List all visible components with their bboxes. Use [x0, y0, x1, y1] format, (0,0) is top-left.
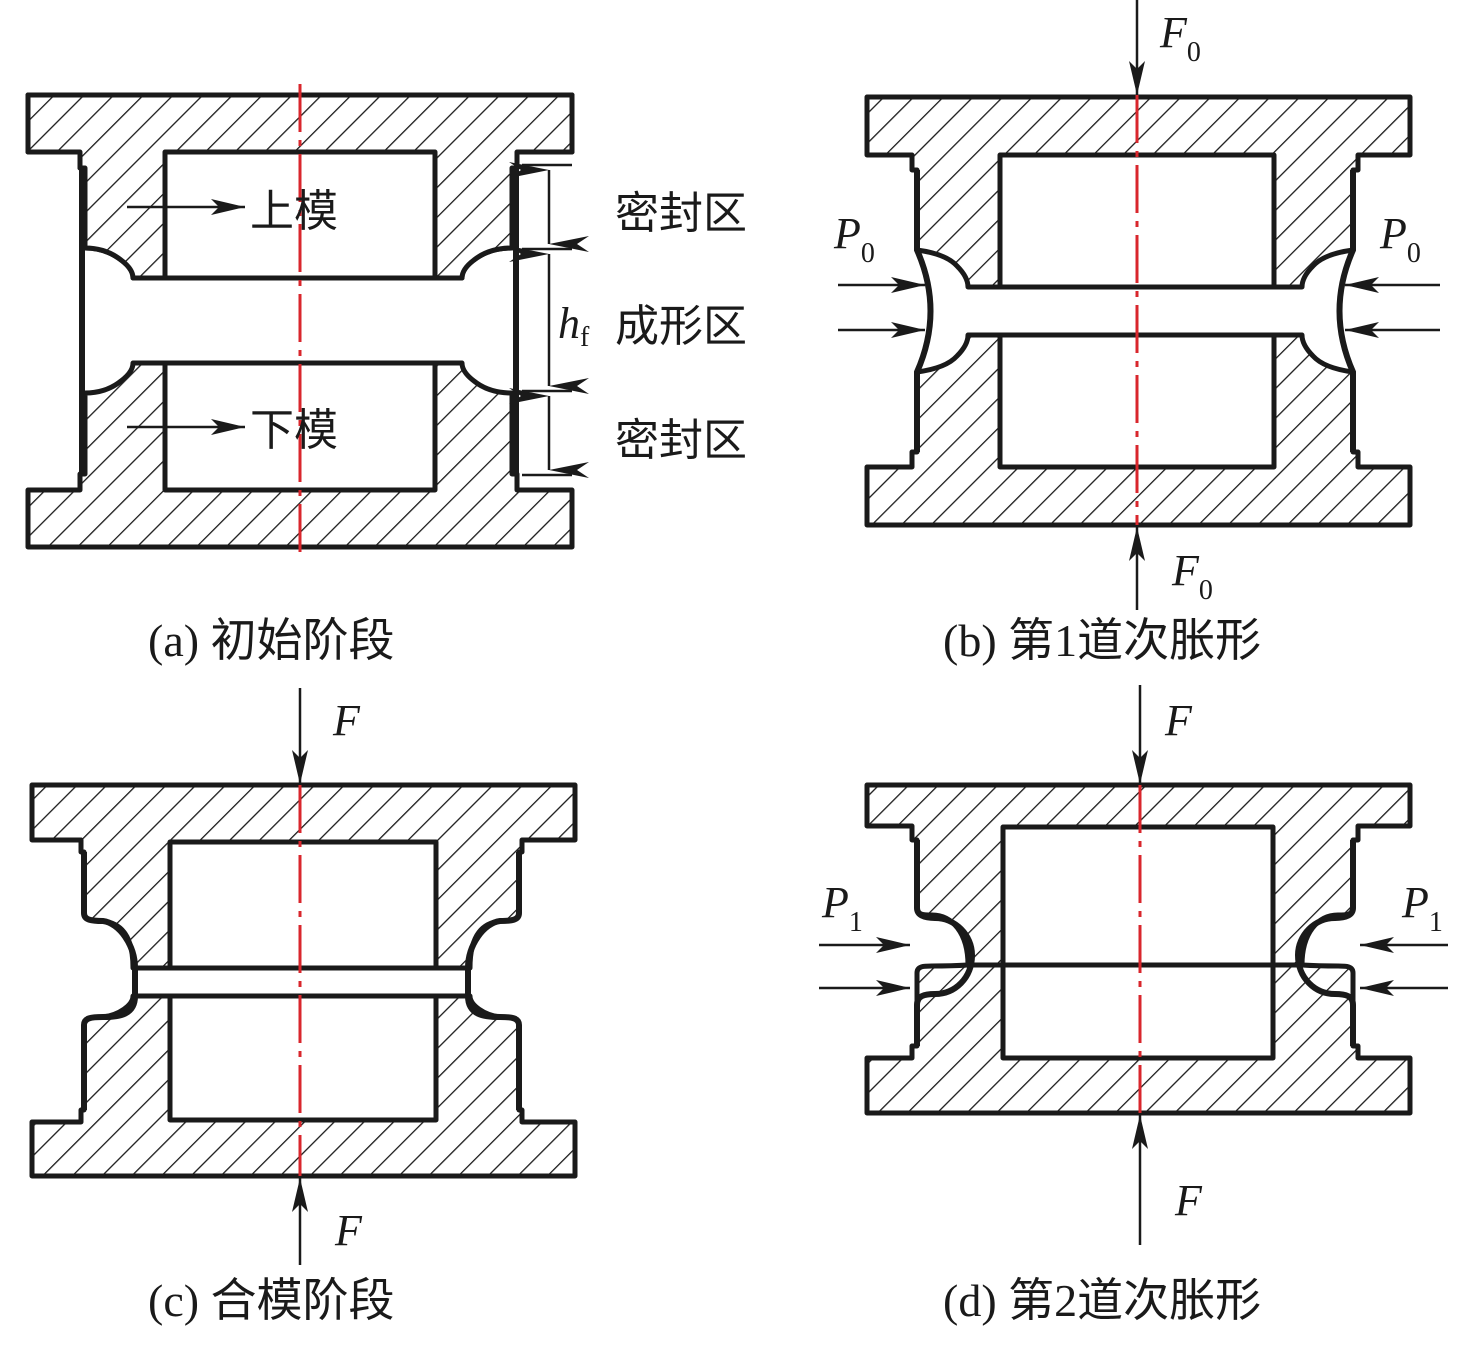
tube-wall-right-d [1294, 840, 1356, 1046]
caption-a: (a) 初始阶段 [148, 615, 395, 666]
caption-b: (b) 第1道次胀形 [943, 615, 1261, 666]
pressure-label-left-b: P0 [833, 209, 875, 269]
panel-b: F0 F0 P0 P0 (b) 第1道次胀形 [833, 0, 1440, 666]
tube-wall-left-d [914, 840, 976, 1046]
upper-die-c-cavity [167, 839, 439, 971]
panel-d: F F P1 P1 (d) 第2道次胀形 [819, 685, 1448, 1326]
panel-a: 上模 下模 hf 密封区 成形区 密封区 (a) 初始阶段 [25, 84, 747, 666]
force-label-bottom-d: F [1174, 1176, 1203, 1225]
force-label-top-b: F0 [1159, 8, 1201, 68]
force-label-bottom-b: F0 [1171, 546, 1213, 606]
force-label-top-d: F [1164, 696, 1193, 745]
tube-wall-right-c [465, 852, 522, 1110]
dimension-hf-label: hf [558, 299, 590, 353]
panel-c: F F (c) 合模阶段 [29, 688, 578, 1326]
forming-zone-label: 成形区 [615, 302, 747, 351]
pressure-label-right-b: P0 [1379, 209, 1421, 269]
caption-c: (c) 合模阶段 [148, 1275, 395, 1326]
tube-wall-left-c [81, 852, 138, 1110]
upper-die-d-cavity [1000, 824, 1276, 968]
tube-wall-right-b [1336, 170, 1356, 452]
seal-zone-top-label: 密封区 [615, 189, 747, 238]
caption-d: (d) 第2道次胀形 [943, 1275, 1261, 1326]
lower-die-d-cavity [1000, 962, 1276, 1061]
zone-dimensions [509, 162, 589, 478]
force-label-top-c: F [332, 696, 361, 745]
pressure-label-left-d: P1 [821, 878, 863, 938]
seal-zone-bottom-label: 密封区 [615, 416, 747, 465]
lower-die-c-cavity [167, 993, 439, 1123]
tube-wall-left-b [914, 170, 934, 452]
force-label-bottom-c: F [334, 1206, 363, 1255]
lower-die-label: 下模 [250, 406, 338, 455]
upper-die-label: 上模 [250, 187, 338, 236]
pressure-label-right-d: P1 [1401, 878, 1443, 938]
